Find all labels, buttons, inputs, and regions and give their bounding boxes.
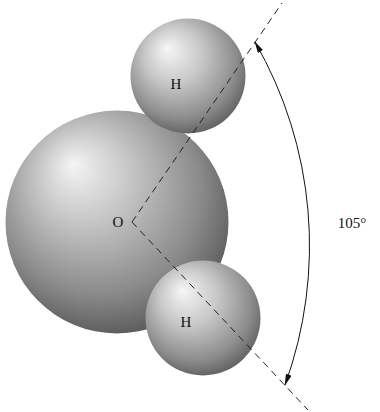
atom-symbol: H [181,314,192,331]
atom-sphere-shape [130,18,246,134]
atom-sphere-shape [145,260,261,376]
angle-label: 105° [338,215,367,232]
bond-axis-line [132,222,308,410]
sphere-fill [131,19,246,134]
bond-axis-line [132,3,282,222]
atom-symbol: O [113,214,124,231]
atom-symbol: H [171,76,182,93]
hydrogen-atom: H [145,260,261,376]
angle-arc [255,42,310,385]
sphere-fill [146,261,261,376]
hydrogen-atom: H [130,18,246,134]
